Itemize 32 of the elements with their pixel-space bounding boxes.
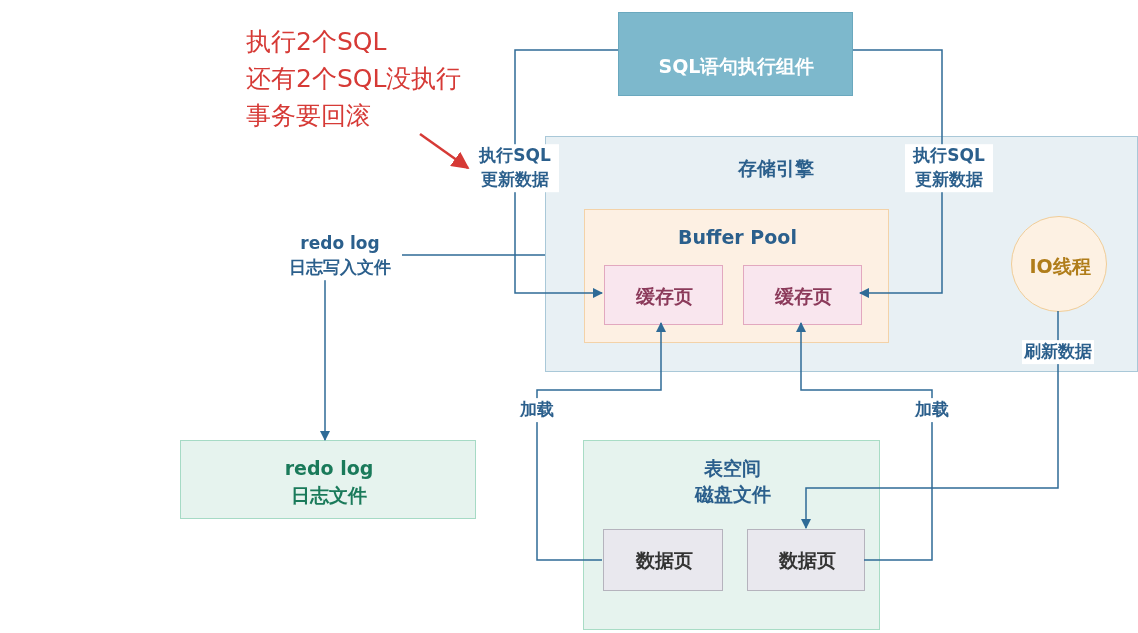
node-label: 存储引擎: [737, 156, 815, 181]
node-label: 缓存页: [774, 284, 833, 309]
annotation-text: 执行2个SQL: [246, 26, 388, 58]
node-label: 表空间: [703, 456, 762, 481]
tablespace-panel: [583, 440, 880, 630]
node-label: IO线程: [1028, 254, 1092, 279]
log-file-box: [180, 440, 476, 519]
data-page-box: [603, 529, 723, 591]
arrow: [795, 321, 933, 561]
arrow: [800, 310, 1059, 530]
edge-label: 执行SQL 更新数据: [905, 144, 993, 192]
node-label: redo log 日志文件: [283, 456, 375, 508]
cache-page-box: [604, 265, 723, 325]
edge-label: 刷新数据: [1022, 340, 1094, 364]
node-label: 数据页: [634, 548, 694, 573]
edge-label: 加载: [913, 398, 951, 422]
arrow: [514, 49, 619, 299]
data-page-box: [747, 529, 865, 591]
node-label: 缓存页: [635, 284, 694, 309]
node-label: SQL语句执行组件: [657, 54, 816, 79]
cache-page-box: [743, 265, 862, 325]
edge-label: 加载: [518, 398, 556, 422]
buffer-pool-panel: [584, 209, 889, 343]
arrow: [536, 321, 667, 561]
node-label: Buffer Pool: [677, 225, 798, 250]
arrow: [419, 132, 470, 170]
arrow: [852, 49, 943, 299]
annotation-text: 还有2个SQL没执行: [246, 63, 463, 95]
component-box: [618, 12, 853, 96]
node-label: 磁盘文件: [693, 482, 772, 507]
node-label: 数据页: [777, 548, 837, 573]
annotation-text: 事务要回滚: [246, 100, 372, 132]
